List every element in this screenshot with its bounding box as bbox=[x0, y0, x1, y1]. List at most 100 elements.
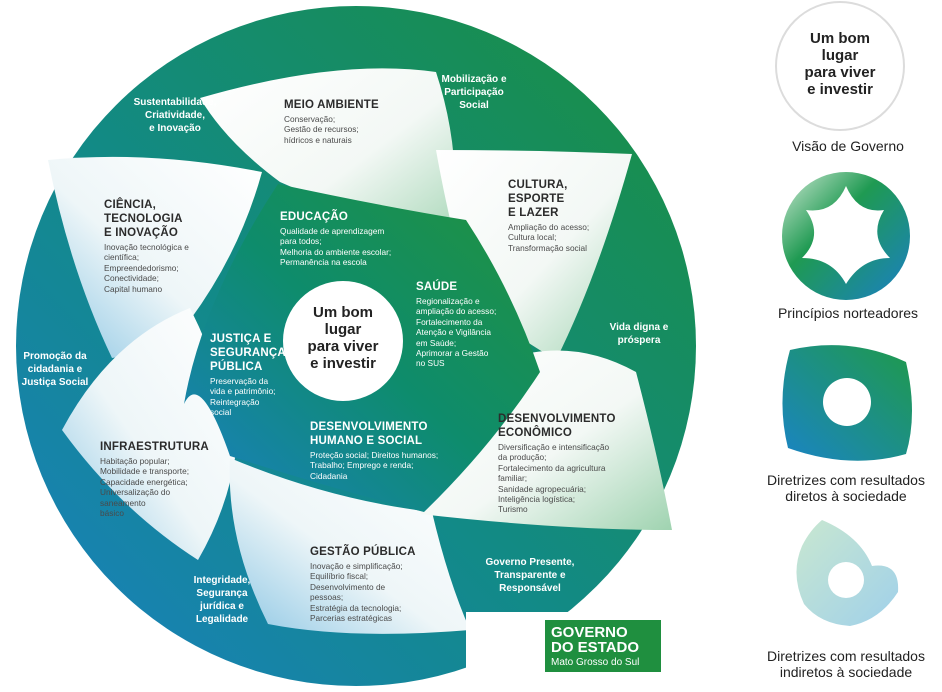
principle-line: Segurança bbox=[196, 588, 248, 599]
guideline-item: para todos; bbox=[280, 236, 322, 247]
legend-vision-text: Um bom lugar para viver e investir bbox=[786, 30, 894, 98]
legend-vision-line: lugar bbox=[821, 47, 859, 64]
guideline-item: Desenvolvimento de bbox=[310, 581, 386, 592]
legend-caption-visao: Visão de Governo bbox=[760, 138, 936, 154]
guideline-item: hídricos e naturais bbox=[284, 134, 352, 145]
principle-governo-presente: Governo Presente, Transparente e Respons… bbox=[478, 556, 582, 595]
guideline-item: Preservação da bbox=[210, 376, 269, 386]
legend-direct-hole bbox=[823, 378, 871, 426]
guideline-item: em Saúde; bbox=[416, 337, 457, 348]
guideline-item: Capital humano bbox=[104, 283, 163, 294]
guideline-title: GESTÃO PÚBLICA bbox=[310, 546, 416, 558]
center-line: para viver bbox=[307, 338, 379, 355]
legend-caption-line: Princípios norteadores bbox=[777, 305, 919, 321]
principle-line: Social bbox=[459, 100, 489, 111]
logo-line-1: GOVERNO bbox=[551, 624, 628, 641]
guideline-title: E LAZER bbox=[508, 207, 559, 219]
guideline-title: CULTURA, bbox=[508, 179, 568, 191]
guideline-cultura: CULTURA, ESPORTE E LAZER Ampliação do ac… bbox=[508, 178, 620, 253]
principle-line: Sustentabilidade, bbox=[133, 97, 217, 108]
legend-principles-star bbox=[802, 186, 890, 284]
principle-line: Transparente e bbox=[494, 570, 566, 581]
guideline-title: HUMANO E SOCIAL bbox=[310, 435, 423, 447]
guideline-item: Aprimorar a Gestão bbox=[416, 348, 489, 359]
principle-line: Justiça Social bbox=[21, 377, 89, 388]
logo-line-2: DO ESTADO bbox=[551, 639, 640, 656]
legend-vision-line: Um bom bbox=[810, 30, 870, 47]
guideline-item: básico bbox=[100, 508, 124, 519]
legend-caption-diretas: Diretrizes com resultados diretos à soci… bbox=[752, 472, 940, 504]
guideline-item: Gestão de recursos; bbox=[284, 124, 359, 135]
guideline-title: DESENVOLVIMENTO bbox=[498, 413, 616, 425]
principle-line: Responsável bbox=[499, 583, 561, 594]
principle-line: próspera bbox=[617, 335, 661, 346]
guideline-item: Qualidade de aprendizagem bbox=[280, 226, 385, 236]
principle-line: Criatividade, bbox=[144, 110, 206, 121]
legend-vision-circle bbox=[775, 1, 905, 131]
guideline-title: CIÊNCIA, bbox=[104, 199, 157, 211]
principle-line: Participação bbox=[444, 87, 504, 98]
guideline-item: ampliação do acesso; bbox=[416, 306, 497, 317]
guideline-title: JUSTIÇA E bbox=[210, 333, 272, 345]
guideline-infraestrutura: INFRAESTRUTURA Habitação popular; Mobili… bbox=[100, 440, 220, 518]
guideline-ciencia: CIÊNCIA, TECNOLOGIA E INOVAÇÃO Inovação … bbox=[104, 198, 222, 294]
guideline-item: Parcerias estratégicas bbox=[310, 613, 393, 624]
guideline-item: Inovação tecnológica e bbox=[104, 242, 189, 252]
principle-line: jurídica e bbox=[200, 601, 244, 612]
guideline-item: Melhoria do ambiente escolar; bbox=[280, 246, 392, 257]
principle-mobilizacao: Mobilização e Participação Social bbox=[428, 73, 520, 112]
petal-ciencia bbox=[48, 156, 262, 358]
guideline-item: Universalização do bbox=[100, 487, 171, 498]
guideline-desenvolvimento-humano: DESENVOLVIMENTO HUMANO E SOCIAL Proteção… bbox=[310, 420, 460, 481]
guideline-desenvolvimento-economico: DESENVOLVIMENTO ECONÔMICO Diversificação… bbox=[498, 412, 648, 515]
guideline-title: SEGURANÇA bbox=[210, 347, 286, 359]
principle-line: Governo Presente, bbox=[485, 557, 575, 568]
guideline-item: Permanência na escola bbox=[280, 257, 367, 268]
principle-promocao: Promoção da cidadania e Justiça Social bbox=[12, 350, 98, 389]
government-logo: GOVERNO DO ESTADO Mato Grosso do Sul bbox=[466, 612, 666, 680]
guideline-saude: SAÚDE Regionalização e ampliação do aces… bbox=[416, 280, 516, 369]
guideline-item: Fortalecimento da agricultura bbox=[498, 462, 606, 473]
center-line: Um bom bbox=[313, 304, 373, 321]
guideline-item: Cidadania bbox=[310, 470, 348, 481]
legend-caption-line: diretos à sociedade bbox=[785, 488, 907, 504]
center-line: e investir bbox=[310, 355, 376, 372]
principle-line: Promoção da bbox=[23, 351, 87, 362]
guideline-title: ESPORTE bbox=[508, 193, 565, 205]
guideline-item: Regionalização e bbox=[416, 296, 480, 306]
guideline-educacao: EDUCAÇÃO Qualidade de aprendizagem para … bbox=[280, 210, 430, 268]
center-circle bbox=[283, 281, 403, 401]
center-vision-text: Um bom lugar para viver e investir bbox=[288, 304, 398, 372]
guideline-item: Empreendedorismo; bbox=[104, 262, 179, 273]
principle-sustentabilidade: Sustentabilidade, Criatividade, e Inovaç… bbox=[120, 96, 230, 135]
principle-line: e Inovação bbox=[149, 123, 201, 134]
petal-gestao bbox=[229, 458, 470, 634]
guideline-item: científica; bbox=[104, 252, 140, 263]
guideline-title: PÚBLICA bbox=[210, 361, 263, 373]
guideline-title: ECONÔMICO bbox=[498, 427, 572, 439]
logo-line-3: Mato Grosso do Sul bbox=[551, 657, 640, 668]
guideline-item: Equilíbrio fiscal; bbox=[310, 571, 369, 582]
guideline-gestao: GESTÃO PÚBLICA Inovação e simplificação;… bbox=[310, 545, 436, 623]
legend-caption-indiretas: Diretrizes com resultados indiretos à so… bbox=[752, 648, 940, 680]
guideline-item: Inteligência logística; bbox=[498, 494, 576, 505]
guideline-item: pessoas; bbox=[310, 592, 344, 603]
guideline-item: vida e patrimônio; bbox=[210, 386, 276, 397]
guideline-item: Conservação; bbox=[284, 114, 336, 124]
guideline-justica: JUSTIÇA E SEGURANÇA PÚBLICA Preservação … bbox=[210, 332, 296, 418]
guideline-item: Cultura local; bbox=[508, 232, 557, 243]
legend-caption-line: indiretos à sociedade bbox=[779, 664, 913, 680]
guideline-item: Inovação e simplificação; bbox=[310, 561, 403, 571]
guideline-item: Habitação popular; bbox=[100, 456, 170, 466]
legend-caption-principios: Princípios norteadores bbox=[760, 305, 936, 321]
guideline-item: da produção; bbox=[498, 452, 547, 463]
guideline-title: SAÚDE bbox=[416, 281, 458, 293]
guideline-title: TECNOLOGIA bbox=[104, 213, 183, 225]
guideline-item: familiar; bbox=[498, 473, 528, 484]
principle-vida-digna: Vida digna e próspera bbox=[596, 321, 682, 347]
guideline-item: Transformação social bbox=[508, 242, 588, 253]
guideline-item: no SUS bbox=[416, 358, 445, 369]
center-line: lugar bbox=[324, 321, 362, 338]
guideline-item: Fortalecimento da bbox=[416, 316, 483, 327]
